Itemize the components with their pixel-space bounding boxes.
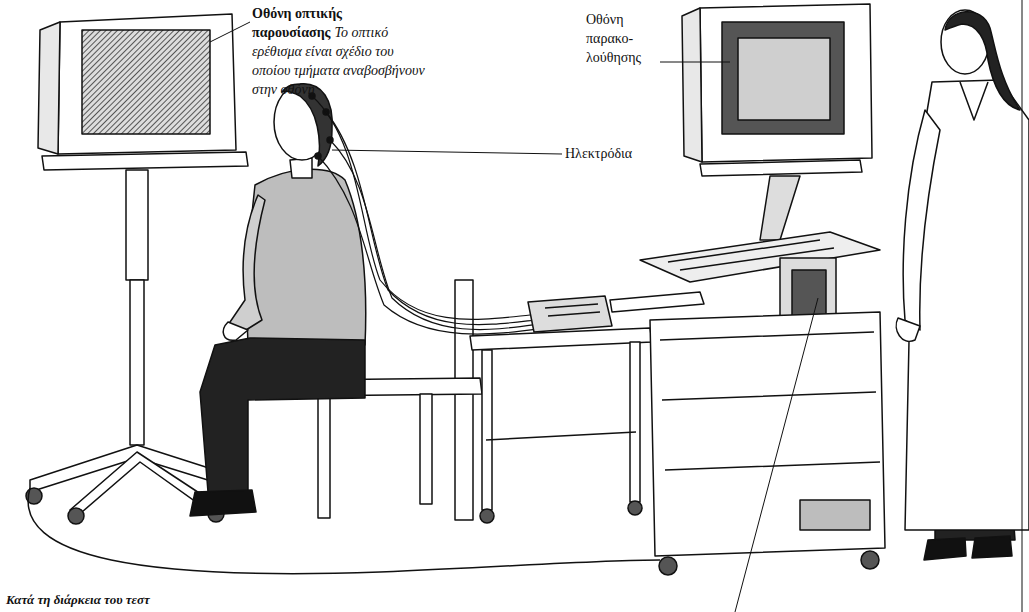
recording-cart — [610, 4, 885, 575]
technician-hair — [945, 12, 1020, 110]
patient-trousers — [200, 338, 365, 494]
stand-pole-upper — [126, 170, 148, 280]
leader-line — [210, 22, 250, 42]
monitoring-screen — [722, 22, 844, 134]
electrode-table — [470, 296, 652, 523]
part-label: Οθόνη οπτικής παρουσίασης — [252, 6, 342, 40]
patient-shoes — [190, 490, 256, 516]
monitor-side — [38, 22, 60, 154]
side-shelf — [610, 292, 704, 312]
screen-image — [738, 38, 830, 120]
monitor-arm — [760, 176, 800, 240]
caption-fragment: Κατά τη διάρκεια του τεστ — [6, 590, 326, 609]
technician — [896, 10, 1029, 560]
table-leg — [482, 350, 492, 510]
leaders-and-cable — [28, 0, 1022, 612]
monitor-casing — [58, 14, 236, 154]
wheel — [659, 557, 677, 575]
coat-collar — [960, 82, 988, 120]
keyboard-tray — [640, 232, 880, 282]
cart-panel — [800, 500, 870, 530]
monitor-casing — [700, 4, 872, 162]
stand-shelf — [42, 152, 248, 170]
wheel — [861, 551, 879, 569]
cable — [28, 488, 660, 574]
wheel — [628, 501, 642, 515]
chair-leg — [318, 396, 330, 518]
table-rail — [486, 432, 636, 440]
monitor-shelf — [700, 160, 862, 176]
patient-neck — [290, 158, 312, 178]
wire — [326, 112, 536, 325]
wire — [312, 96, 530, 319]
leader-line — [735, 298, 818, 612]
electrode-box — [528, 296, 612, 332]
label-group: Οθόνη οπτικής παρουσίασηςΤο οπτικό ερέθι… — [252, 4, 430, 99]
chair-back — [455, 280, 473, 520]
wire — [318, 156, 545, 334]
technician-shoes — [924, 536, 1012, 560]
wheel — [68, 508, 84, 524]
monitor-side — [682, 8, 702, 162]
technician-hand — [896, 318, 920, 341]
leader-line — [660, 62, 730, 63]
frame-rule — [1022, 0, 1023, 612]
part-label: Ηλεκτρόδια — [565, 144, 675, 163]
stimulus-screen — [82, 30, 210, 134]
part-label: Οθόνη παρακο- λούθησης — [586, 10, 660, 67]
patient-hand — [223, 322, 248, 340]
wheel — [480, 509, 494, 523]
patient-arm — [228, 195, 265, 335]
table-top — [470, 328, 652, 350]
patient-shirt — [247, 169, 366, 345]
box-details — [545, 304, 600, 316]
technician-arm — [903, 110, 940, 330]
control-display — [792, 270, 826, 320]
leader-line — [332, 150, 562, 154]
patient — [190, 84, 366, 516]
electrode-wires — [312, 96, 545, 334]
cart-drawers — [660, 332, 880, 470]
cart-body — [650, 312, 885, 556]
stand-pole-lower — [130, 280, 144, 445]
chair-leg — [420, 394, 432, 504]
table-leg — [630, 342, 640, 502]
